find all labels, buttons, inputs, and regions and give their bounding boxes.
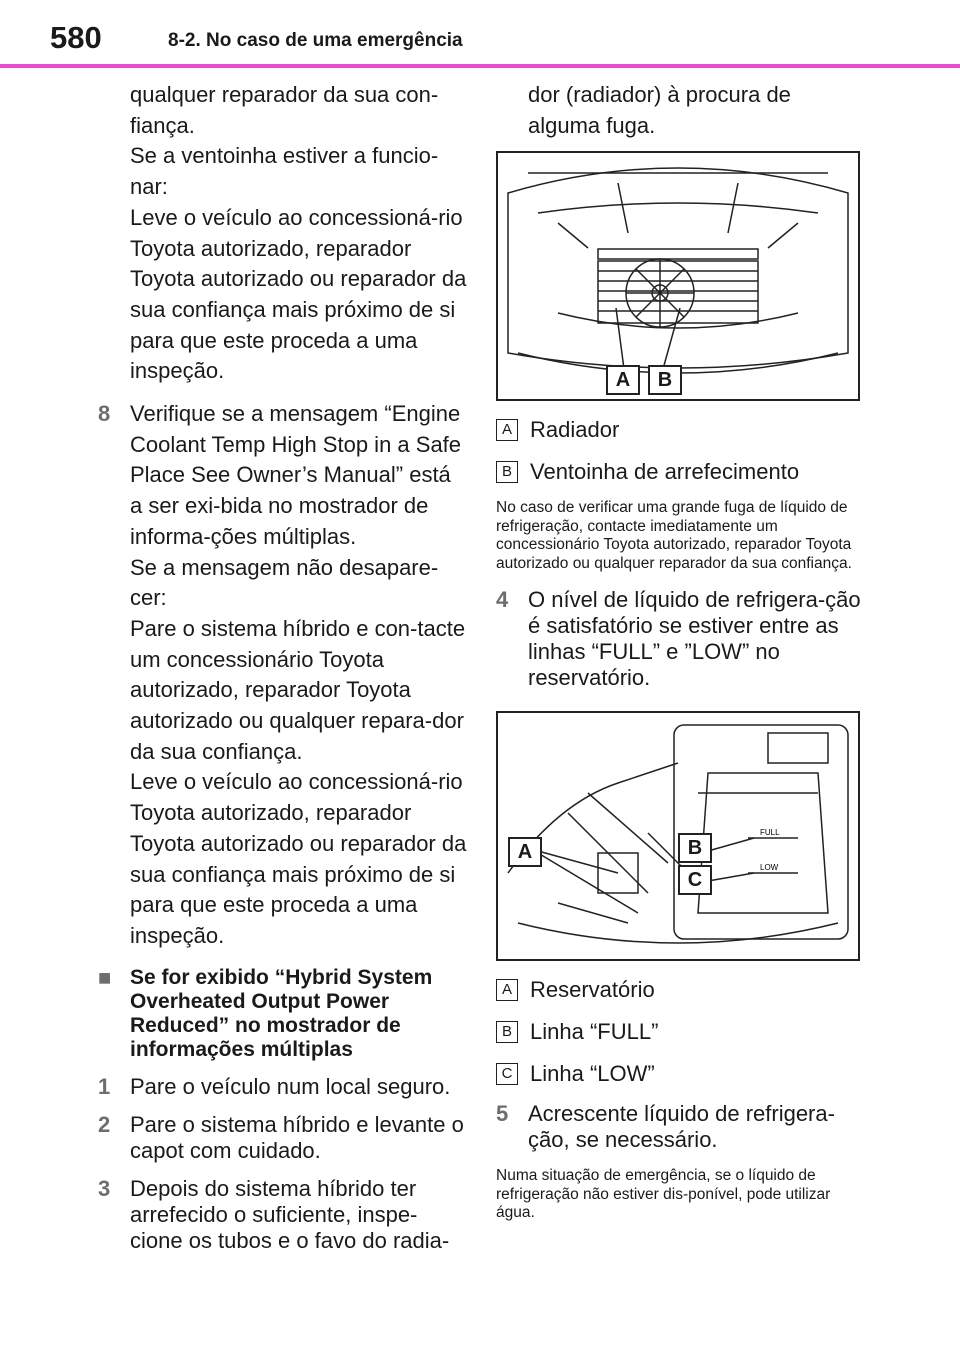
reservoir-illustration: FULL LOW xyxy=(507,724,849,945)
step-item: 4 O nível de líquido de refrigera-ção é … xyxy=(496,587,866,691)
step-text: Pare o sistema híbrido e levante o capot… xyxy=(130,1111,464,1163)
paragraph: dor (radiador) à procura de alguma fuga. xyxy=(528,82,791,138)
square-bullet-icon: ■ xyxy=(98,964,112,990)
section-heading: ■ Se for exibido “Hybrid System Overheat… xyxy=(98,964,468,1062)
step-number: 4 xyxy=(496,587,509,613)
step-text: Verifique se a mensagem “Engine Coolant … xyxy=(130,401,462,549)
callout-label: A xyxy=(606,365,640,396)
legend-text: Linha “LOW” xyxy=(530,1061,655,1087)
step-item: 3 Depois do sistema híbrido ter arrefeci… xyxy=(98,1176,468,1254)
step-item: 2 Pare o sistema híbrido e levante o cap… xyxy=(98,1112,468,1164)
right-column: dor (radiador) à procura de alguma fuga.… xyxy=(496,80,866,1223)
legend-item: B Ventoinha de arrefecimento xyxy=(496,459,866,485)
legend-key: A xyxy=(496,419,518,442)
legend-text: Ventoinha de arrefecimento xyxy=(530,459,800,485)
step-item: 1 Pare o veículo num local seguro. xyxy=(98,1074,468,1100)
legend-key: A xyxy=(496,979,518,1002)
paragraph: qualquer reparador da sua con-fiança. xyxy=(130,82,439,138)
page-number: 580 xyxy=(50,20,102,55)
section-title: 8-2. No caso de uma emergência xyxy=(168,30,463,51)
header-rule xyxy=(0,64,960,68)
paragraph: Leve o veículo ao concessioná-rio Toyota… xyxy=(130,204,467,384)
step-number: 5 xyxy=(496,1101,509,1127)
legend-text: Reservatório xyxy=(530,977,655,1003)
step-number: 8 xyxy=(98,401,111,427)
note-paragraph: No caso de verificar uma grande fuga de … xyxy=(496,499,852,572)
step-text: O nível de líquido de refrigera-ção é sa… xyxy=(528,587,861,691)
step-text: Pare o veículo num local seguro. xyxy=(130,1073,451,1099)
legend-item: A Reservatório xyxy=(496,977,866,1003)
paragraph: Se a mensagem não desapare-cer: xyxy=(130,554,439,611)
legend-text: Radiador xyxy=(530,417,620,443)
legend-text: Linha “FULL” xyxy=(530,1019,659,1045)
paragraph: Se a ventoinha estiver a funcio-nar: xyxy=(130,143,439,200)
step-number: 3 xyxy=(98,1175,111,1201)
paragraph: Pare o sistema híbrido e con-tacte um co… xyxy=(130,615,466,764)
step-number: 2 xyxy=(98,1111,111,1137)
legend-item: C Linha “LOW” xyxy=(496,1061,866,1087)
callout-label: B xyxy=(648,365,682,396)
reservoir-figure: FULL LOW A B C xyxy=(496,711,860,962)
paragraph: Leve o veículo ao concessioná-rio Toyota… xyxy=(130,769,467,948)
callout-label: C xyxy=(678,865,712,896)
callout-label: A xyxy=(508,837,542,868)
legend-key: B xyxy=(496,461,518,484)
left-column: qualquer reparador da sua con-fiança. Se… xyxy=(98,80,468,1254)
step-text: Acrescente líquido de refrigera-ção, se … xyxy=(528,1101,835,1153)
step-item: 8 Verifique se a mensagem “Engine Coolan… xyxy=(98,399,468,553)
radiator-figure: A B xyxy=(496,151,860,402)
legend-item: B Linha “FULL” xyxy=(496,1019,866,1045)
legend-key: B xyxy=(496,1021,518,1044)
legend-item: A Radiador xyxy=(496,417,866,443)
engine-bay-illustration xyxy=(507,167,849,375)
low-marking: LOW xyxy=(760,863,779,872)
callout-label: B xyxy=(678,833,712,864)
full-marking: FULL xyxy=(760,828,780,837)
note-paragraph: Numa situação de emergência, se o líquid… xyxy=(496,1167,831,1222)
step-text: Depois do sistema híbrido ter arrefecido… xyxy=(130,1175,450,1253)
step-number: 1 xyxy=(98,1073,111,1099)
legend-key: C xyxy=(496,1063,518,1086)
heading-text: Se for exibido “Hybrid System Overheated… xyxy=(130,965,433,1061)
step-item: 5 Acrescente líquido de refrigera-ção, s… xyxy=(496,1101,866,1153)
